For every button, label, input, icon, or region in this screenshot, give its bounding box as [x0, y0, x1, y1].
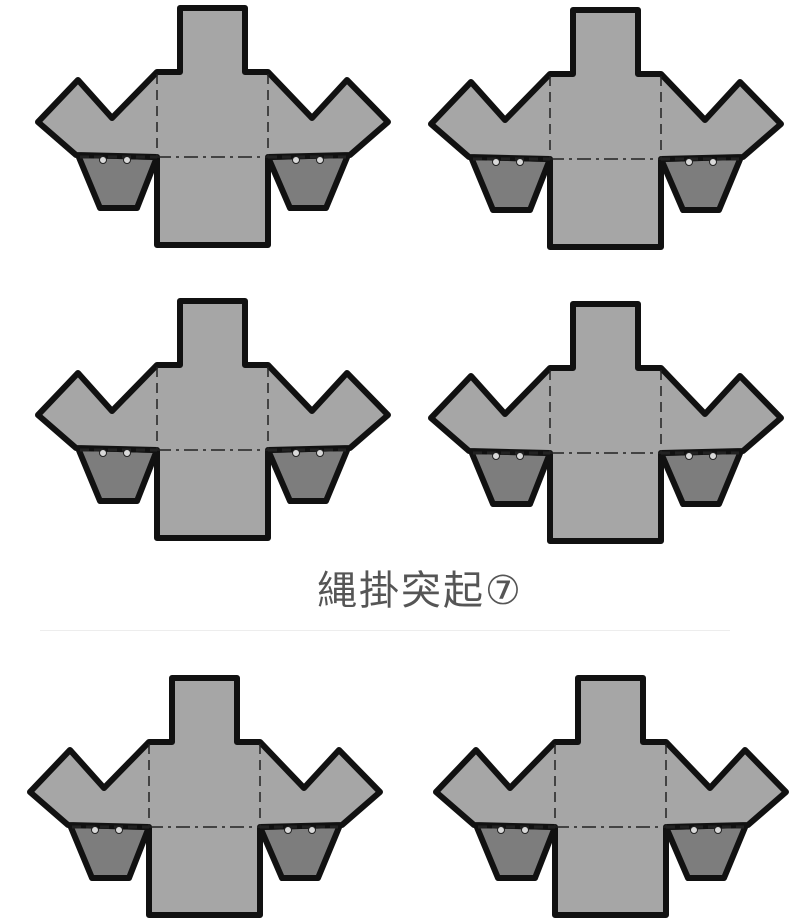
glue-dot [685, 452, 693, 460]
glue-dot [99, 156, 107, 164]
glue-dot [709, 452, 717, 460]
glue-dot [123, 449, 131, 457]
piece-body-outline [428, 301, 784, 544]
glue-dot [292, 449, 300, 457]
glue-dot [115, 826, 123, 834]
faint-guide-line [40, 630, 730, 631]
glue-dot [516, 158, 524, 166]
left-flap [67, 822, 152, 881]
pattern-piece [35, 298, 391, 541]
glue-dot [685, 158, 693, 166]
right-flap [658, 154, 744, 213]
left-flap [468, 154, 553, 213]
right-flap [658, 448, 744, 507]
piece-body-outline [27, 675, 383, 918]
right-flap [265, 445, 351, 504]
glue-dot [316, 156, 324, 164]
glue-dot [284, 826, 292, 834]
left-flap [468, 448, 553, 507]
part-label: 縄掛突起⑦ [317, 568, 523, 614]
glue-dot [714, 826, 722, 834]
left-flap [473, 822, 558, 881]
glue-dot [497, 826, 505, 834]
pattern-piece [35, 5, 391, 248]
glue-dot [308, 826, 316, 834]
pattern-piece [428, 301, 784, 544]
glue-dot [690, 826, 698, 834]
piece-body-outline [35, 298, 391, 541]
glue-dot [709, 158, 717, 166]
left-flap [75, 152, 160, 211]
glue-dot [292, 156, 300, 164]
left-flap [75, 445, 160, 504]
right-flap [663, 822, 749, 881]
glue-dot [99, 449, 107, 457]
glue-dot [521, 826, 529, 834]
piece-body-outline [433, 675, 789, 918]
glue-dot [492, 158, 500, 166]
glue-dot [316, 449, 324, 457]
pattern-piece [27, 675, 383, 918]
piece-body-outline [428, 7, 784, 250]
glue-dot [123, 156, 131, 164]
pattern-piece [433, 675, 789, 918]
glue-dot [516, 452, 524, 460]
right-flap [257, 822, 343, 881]
glue-dot [91, 826, 99, 834]
glue-dot [492, 452, 500, 460]
right-flap [265, 152, 351, 211]
piece-body-outline [35, 5, 391, 248]
pattern-piece [428, 7, 784, 250]
